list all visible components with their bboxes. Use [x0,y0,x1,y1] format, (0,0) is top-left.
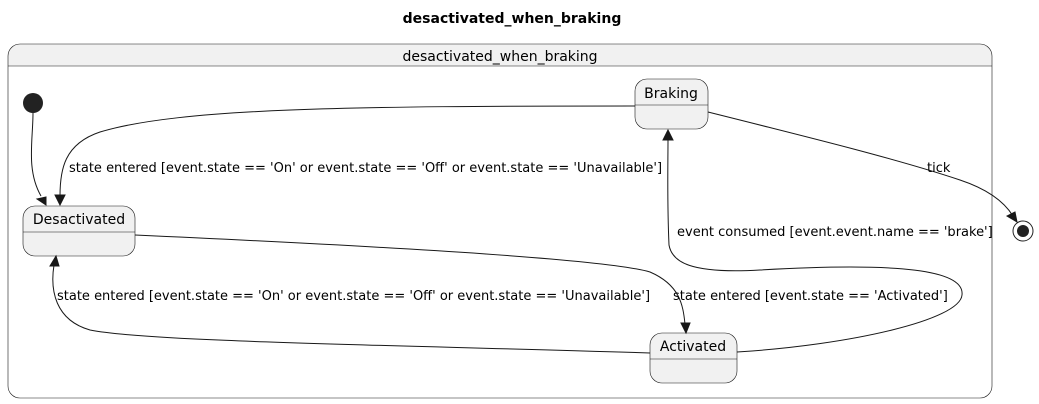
final-state-ring [1012,220,1034,242]
arrowhead-braking-desactivated [54,194,66,207]
edge-activated-braking [667,138,963,353]
state-desactivated-label: Desactivated [33,212,125,228]
arrowhead-braking-final [1005,211,1018,224]
diagram-title: desactivated_when_braking [403,11,622,27]
final-state [1012,220,1034,242]
arrowhead-desactivated-activated [680,322,691,335]
transition-activated-to-braking: event consumed [event.event.name == 'bra… [662,128,993,353]
final-state-dot [1017,225,1029,237]
edge-initial-desactivated [30,112,42,197]
label-braking-desactivated: state entered [event.state == 'On' or ev… [69,161,662,176]
arrowhead-activated-braking [662,128,674,141]
edge-activated-desactivated [52,264,651,354]
state-desactivated[interactable]: Desactivated [22,205,136,257]
state-braking-label: Braking [644,86,698,102]
composite-header-fill [8,44,992,66]
transition-braking-to-desactivated: state entered [event.state == 'On' or ev… [54,105,662,207]
label-activated-braking: event consumed [event.event.name == 'bra… [677,225,993,240]
transition-desactivated-to-activated: state entered [event.state == 'Activated… [134,234,948,335]
composite-border [7,43,993,399]
transition-initial-to-desactivated [30,112,47,206]
transition-activated-to-desactivated: state entered [event.state == 'On' or ev… [49,254,651,354]
state-braking-box[interactable] [634,78,709,130]
composite-state-name: desactivated_when_braking [402,49,597,65]
state-desactivated-box[interactable] [22,205,136,257]
arrowhead-initial-desactivated [35,196,47,206]
state-braking[interactable]: Braking [634,78,709,130]
state-activated-box[interactable] [649,332,738,384]
arrowhead-activated-desactivated [49,254,60,267]
edge-braking-desactivated [59,105,636,197]
label-braking-final: tick [927,161,951,176]
edge-braking-final [707,111,1014,217]
edge-desactivated-activated [134,234,686,325]
label-activated-desactivated: state entered [event.state == 'On' or ev… [57,289,650,304]
state-activated[interactable]: Activated [649,332,738,384]
transition-braking-to-final: tick [707,111,1018,224]
composite-state: desactivated_when_braking [7,43,993,399]
state-activated-label: Activated [660,339,726,355]
initial-state-dot [23,93,43,113]
label-desactivated-activated: state entered [event.state == 'Activated… [673,289,948,304]
